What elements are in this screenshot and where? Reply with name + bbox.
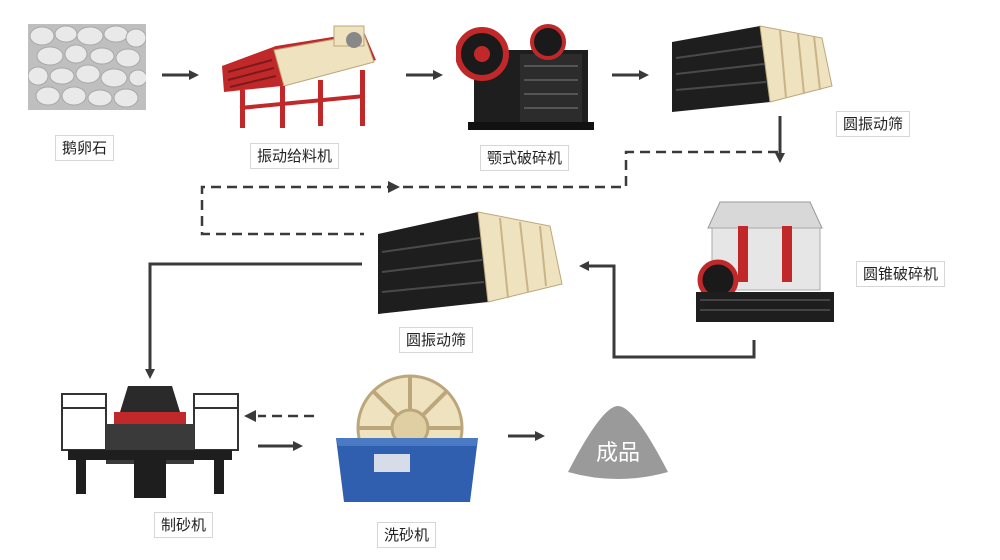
label-sand-washer: 洗砂机: [377, 522, 437, 548]
vibrating-feeder-image: [214, 20, 384, 132]
cone-crusher-image: [690, 188, 842, 330]
arrow-cone-to-screen: [579, 261, 756, 359]
label-vibrating-feeder: 振动给料机: [250, 143, 340, 169]
finished-product-label: 成品: [595, 441, 640, 466]
sand-maker-image: [58, 378, 242, 500]
sand-washer-image: [330, 372, 484, 506]
label-sand-maker: 制砂机: [154, 512, 214, 538]
arrow-screen-to-sand-maker: [145, 262, 362, 379]
label-cone-crusher: 圆锥破碎机: [856, 261, 946, 287]
pebble-pile-image: [28, 24, 146, 110]
label-jaw-crusher: 颚式破碎机: [480, 145, 570, 171]
jaw-crusher-image: [456, 14, 598, 134]
finished-product-pile: [568, 406, 668, 479]
label-circular-screen-1: 圆振动筛: [836, 111, 911, 137]
circular-screen-image: [664, 24, 840, 116]
dashed-return-arrowhead: [244, 410, 256, 422]
label-circular-screen-2: 圆振动筛: [399, 327, 474, 353]
circular-screen-image: [370, 210, 570, 318]
dashed-loop-arrowhead: [388, 181, 400, 193]
label-pebbles: 鹅卵石: [55, 135, 115, 161]
